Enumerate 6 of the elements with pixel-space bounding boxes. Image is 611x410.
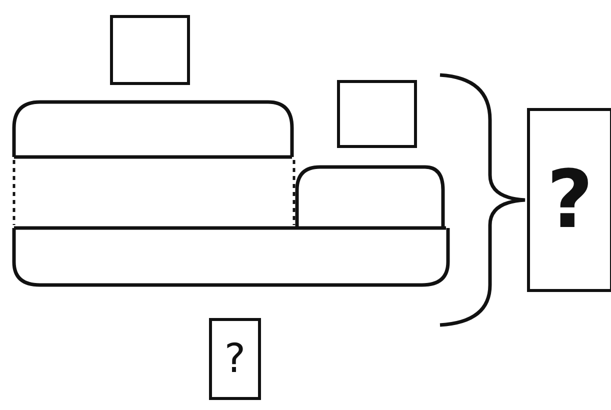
empty-box xyxy=(110,15,190,85)
answer-box xyxy=(527,108,611,292)
empty-box xyxy=(337,80,417,148)
answer-box xyxy=(209,318,261,400)
question-mark: ? xyxy=(224,339,246,379)
question-mark: ? xyxy=(546,160,594,240)
